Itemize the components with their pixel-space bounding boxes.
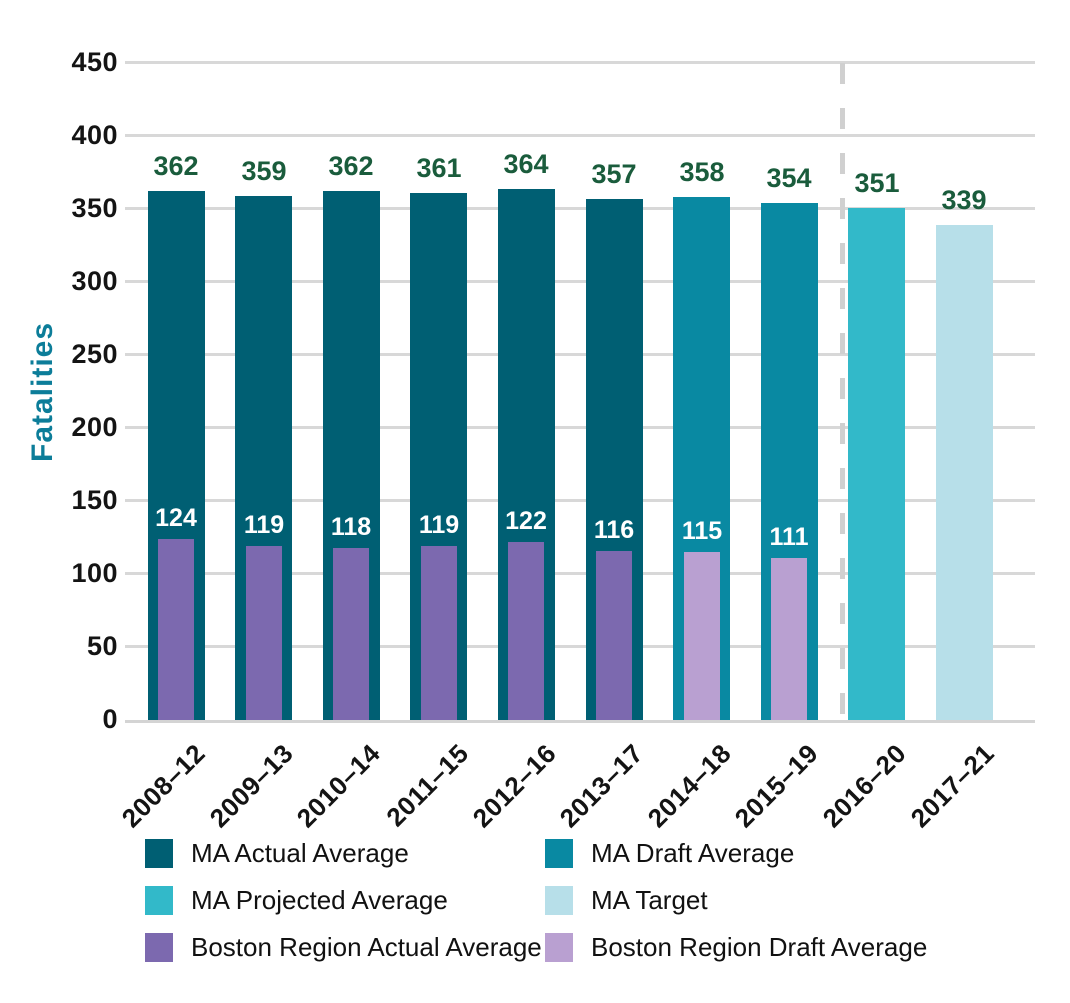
legend-item-boston-region-actual-average: Boston Region Actual Average [145,932,545,963]
y-tick-350: 350 [71,193,118,223]
gridline-200 [125,426,1035,429]
x-tick-2008–12: 2008–12 [115,738,212,834]
legend-label: MA Draft Average [591,838,795,868]
value-label-ma-2010–14: 362 [328,151,374,181]
gridline-100 [125,572,1035,575]
x-tick-2014–18: 2014–18 [641,738,737,834]
legend-label: MA Actual Average [191,838,409,868]
legend-label: MA Projected Average [191,885,448,915]
legend-swatch-ma_draft [545,839,573,868]
value-label-boston-region-2009–13: 119 [243,511,285,539]
gridline-350 [125,207,1035,210]
legend-item-ma-draft-average: MA Draft Average [545,838,927,869]
legend-swatch-ma_actual [145,839,173,868]
legend-swatch-boston_draft [545,933,573,962]
value-label-ma-2011–15: 361 [416,153,462,183]
legend-label: Boston Region Draft Average [591,932,928,962]
x-tick-2011–15: 2011–15 [379,738,475,833]
y-tick-50: 50 [86,631,118,661]
bar-boston-region-2015–19 [771,558,807,720]
y-axis-title: Fatalities [26,321,59,462]
y-tick-100: 100 [71,558,118,588]
y-tick-300: 300 [71,266,118,296]
x-tick-2009–13: 2009–13 [203,738,299,834]
value-label-ma-2016–20: 351 [854,168,900,198]
y-tick-0: 0 [102,704,118,734]
gridline-450 [125,61,1035,64]
gridline-400 [125,134,1035,137]
value-label-ma-2017–21: 339 [941,185,987,215]
value-label-boston-region-2012–16: 122 [505,507,547,535]
bar-boston-region-2013–17 [596,551,632,720]
legend: MA Actual Average MA Draft Average MA Proj… [145,838,927,963]
value-label-boston-region-2013–17: 116 [593,516,635,544]
gridline-150 [125,499,1035,502]
legend-swatch-ma_projected [145,886,173,915]
bar-boston-region-2009–13 [246,546,282,720]
value-label-ma-2008–12: 362 [153,151,199,181]
y-tick-450: 450 [71,47,118,77]
legend-item-ma-target: MA Target [545,885,927,916]
gridline-50 [125,645,1035,648]
value-label-ma-2014–18: 358 [679,157,725,187]
x-tick-2017–21: 2017–21 [904,738,1000,834]
value-label-boston-region-2014–18: 115 [681,517,723,545]
legend-item-ma-actual-average: MA Actual Average [145,838,545,869]
value-label-ma-2009–13: 359 [241,156,287,186]
bar-ma-2016–20 [848,208,905,720]
gridline-300 [125,280,1035,283]
bar-boston-region-2012–16 [508,542,544,720]
plot-area: 362 124 359 119 362 118 361 119 364 122 357 116 358 1… [125,61,1035,723]
value-label-ma-2013–17: 357 [591,159,637,189]
legend-label: Boston Region Actual Average [191,932,542,962]
y-tick-250: 250 [71,339,118,369]
legend-label: MA Target [591,885,708,915]
y-tick-400: 400 [71,120,118,150]
bar-boston-region-2010–14 [333,548,369,720]
gridline-250 [125,353,1035,356]
legend-item-ma-projected-average: MA Projected Average [145,885,545,916]
x-tick-2015–19: 2015–19 [729,738,825,834]
legend-item-boston-region-draft-average: Boston Region Draft Average [545,932,927,963]
value-label-boston-region-2011–15: 119 [418,511,460,539]
x-tick-2016–20: 2016–20 [816,738,913,834]
y-tick-200: 200 [71,412,118,442]
bar-boston-region-2008–12 [158,539,194,720]
value-label-boston-region-2015–19: 111 [769,523,809,551]
bar-boston-region-2014–18 [684,552,720,720]
value-label-boston-region-2010–14: 118 [330,513,372,541]
legend-swatch-ma_target [545,886,573,915]
value-label-ma-2012–16: 364 [503,149,549,179]
value-label-ma-2015–19: 354 [766,163,812,193]
legend-swatch-boston_actual [145,933,173,962]
value-label-boston-region-2008–12: 124 [155,504,197,532]
projection-divider-dashed-line [840,63,845,720]
bar-ma-2017–21 [936,225,993,720]
x-tick-2012–16: 2012–16 [466,738,562,834]
x-tick-2013–17: 2013–17 [553,738,650,834]
y-tick-150: 150 [71,485,118,515]
bar-boston-region-2011–15 [421,546,457,720]
x-tick-2010–14: 2010–14 [291,738,387,834]
